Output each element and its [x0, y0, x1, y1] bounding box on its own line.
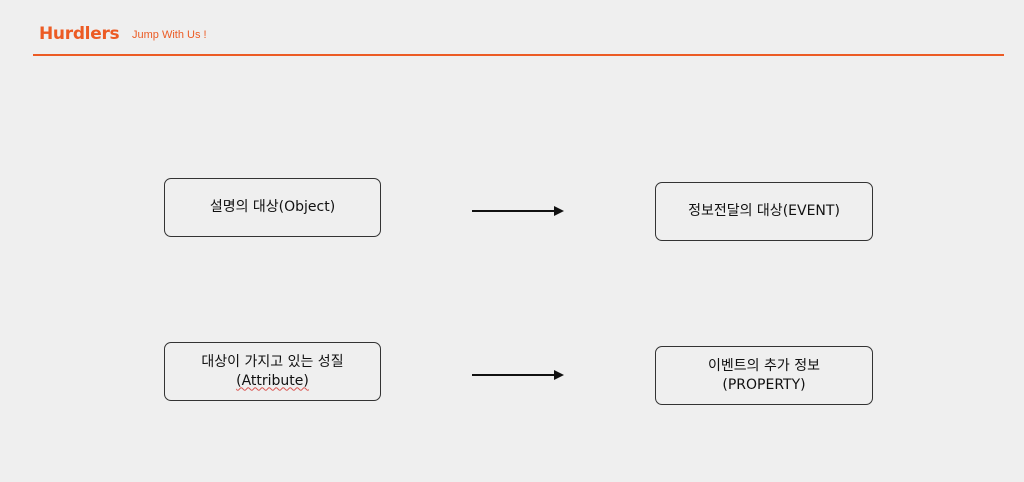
event-label: 정보전달의 대상(EVENT)	[688, 203, 840, 219]
arrow-right-icon	[472, 206, 564, 216]
attribute-label-line1: 대상이 가지고 있는 성질	[201, 353, 344, 370]
property-box: 이벤트의 추가 정보 (PROPERTY)	[655, 346, 873, 405]
arrow-right-icon	[472, 370, 564, 380]
object-box: 설명의 대상(Object)	[164, 178, 381, 237]
property-label-line2: (PROPERTY)	[722, 376, 806, 393]
attribute-box: 대상이 가지고 있는 성질 (Attribute)	[164, 342, 381, 401]
header-divider	[33, 54, 1004, 56]
object-label: 설명의 대상(Object)	[209, 199, 336, 215]
property-label-line1: 이벤트의 추가 정보	[708, 357, 820, 374]
tagline: Jump With Us !	[132, 29, 207, 41]
brand-logo: Hurdlers	[39, 24, 120, 44]
attribute-label-line2: (Attribute)	[236, 372, 309, 389]
event-box: 정보전달의 대상(EVENT)	[655, 182, 873, 241]
